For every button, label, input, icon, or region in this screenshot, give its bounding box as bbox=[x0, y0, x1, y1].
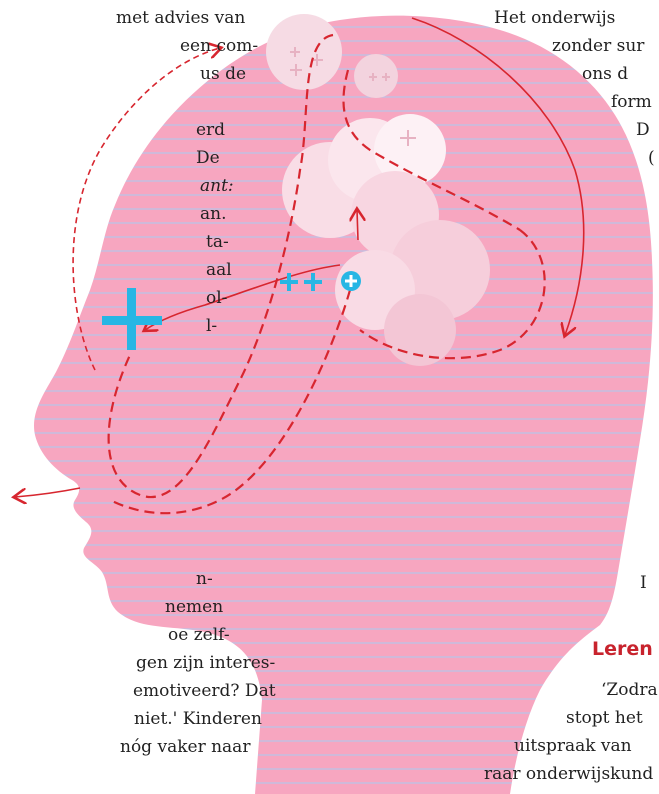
text-line: stopt het bbox=[566, 704, 643, 732]
text-line: nemen bbox=[165, 593, 223, 621]
text-line: nóg vaker naar bbox=[120, 733, 250, 761]
text-line: n- bbox=[196, 565, 213, 593]
text-line: De bbox=[196, 144, 220, 172]
text-line: ‘Zodra bbox=[601, 676, 658, 704]
text-line: us de bbox=[200, 60, 246, 88]
text-line: emotiveerd? Dat bbox=[133, 677, 276, 705]
text-line: ant: bbox=[200, 172, 234, 200]
text-line: ta- bbox=[206, 228, 229, 256]
section-heading: Leren bbox=[592, 638, 653, 660]
text-line: ons d bbox=[582, 60, 628, 88]
text-line: raar onderwijskund bbox=[484, 760, 653, 788]
text-line: ( bbox=[648, 144, 655, 172]
text-line: I bbox=[640, 569, 647, 597]
text-line: uitspraak van bbox=[514, 732, 632, 760]
text-line: oe zelf- bbox=[168, 621, 230, 649]
plus-circle-icon bbox=[341, 271, 361, 291]
text-line: erd bbox=[196, 116, 225, 144]
text-line: aal bbox=[206, 256, 232, 284]
text-line: l- bbox=[206, 312, 217, 340]
text-line: D bbox=[636, 116, 650, 144]
text-line: form bbox=[611, 88, 652, 116]
text-line: zonder sur bbox=[552, 32, 644, 60]
text-line: gen zijn interes- bbox=[136, 649, 275, 677]
text-line: met advies van bbox=[116, 4, 245, 32]
text-line: Het onderwijs bbox=[494, 4, 615, 32]
text-line: ol- bbox=[206, 284, 227, 312]
text-line: niet.' Kinderen bbox=[134, 705, 262, 733]
text-line: een com- bbox=[180, 32, 258, 60]
text-line: an. bbox=[200, 200, 227, 228]
